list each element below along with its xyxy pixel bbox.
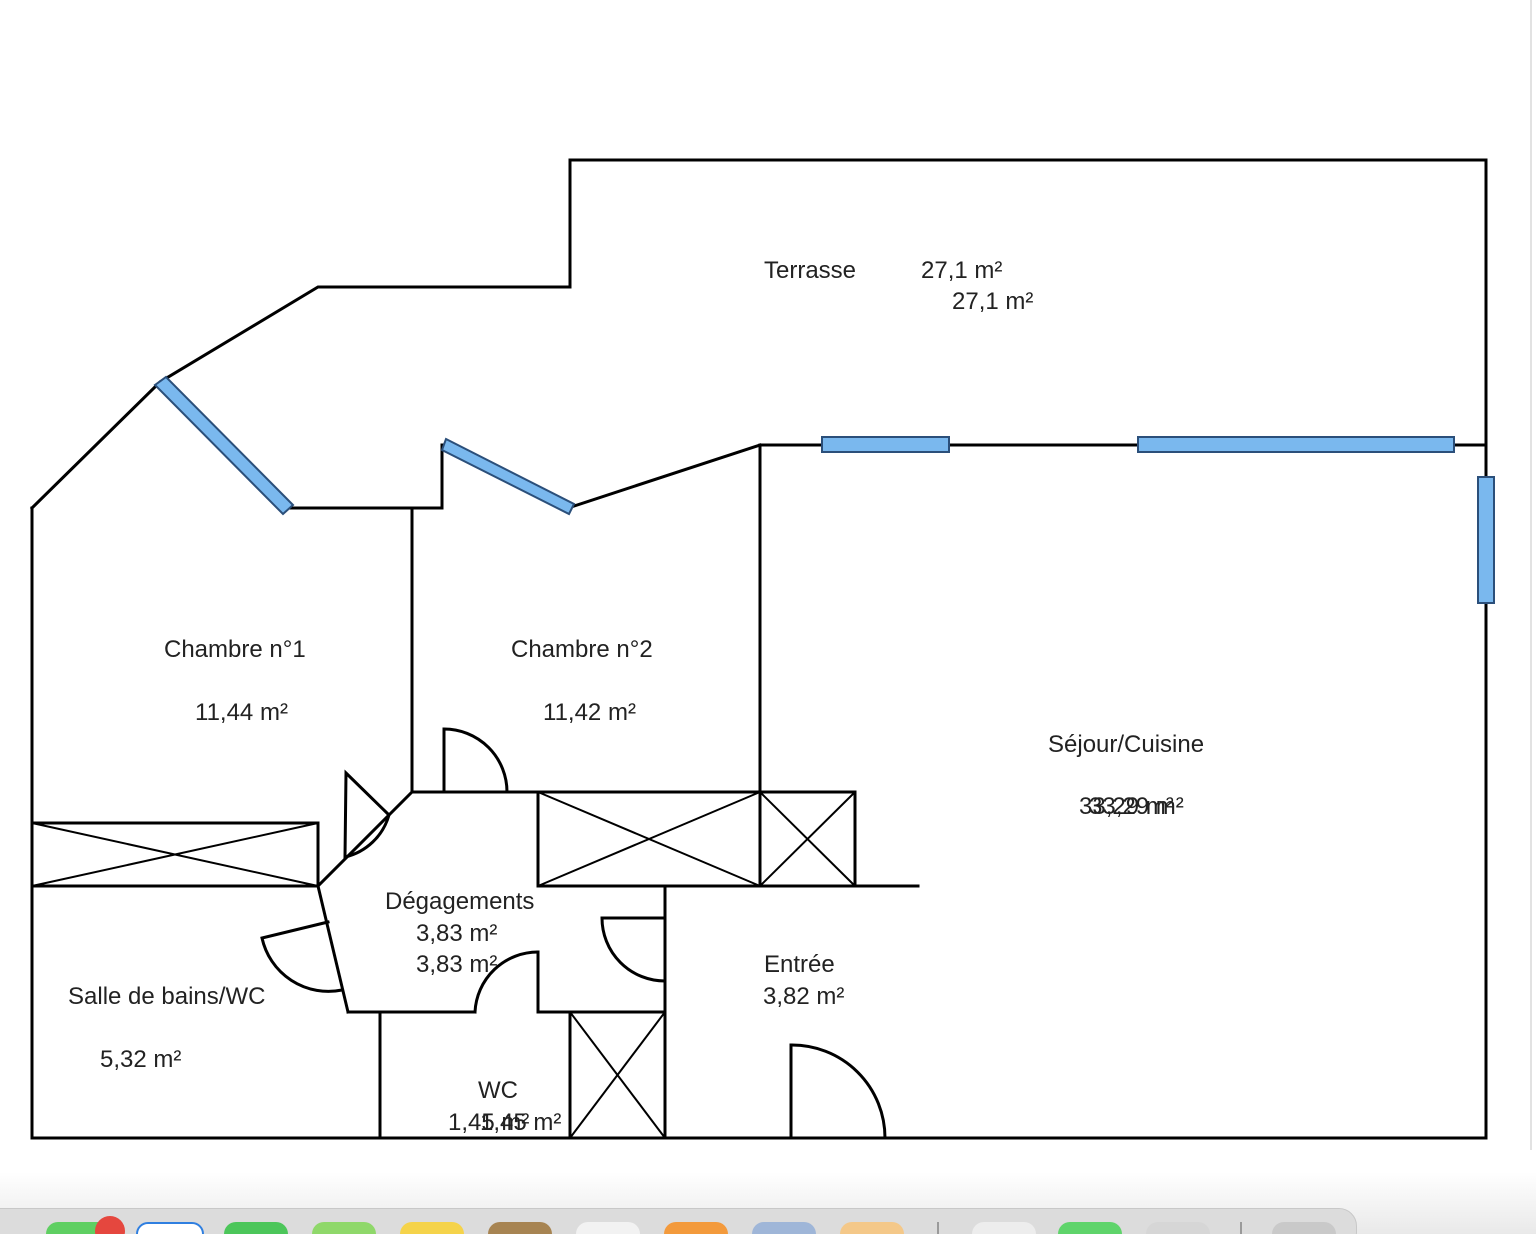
door-chambre-1 (343, 769, 391, 859)
room-name-degagements: Dégagements (385, 888, 534, 915)
windows (153, 375, 1495, 604)
photos-icon[interactable] (972, 1222, 1036, 1234)
room-area-sejour: 33,29 m² (1079, 793, 1174, 820)
room-name-wc: WC (478, 1077, 518, 1104)
closet-corridor (536, 790, 762, 888)
room-name-chambre-1: Chambre n°1 (164, 636, 306, 663)
window-sejour-1 (821, 436, 950, 453)
whatsapp-icon[interactable] (1058, 1222, 1122, 1234)
facetime-icon[interactable] (224, 1222, 288, 1234)
room-area-degagements: 3,83 m² (416, 920, 497, 947)
notes-icon[interactable] (400, 1222, 464, 1234)
closets (30, 790, 857, 1140)
dock (0, 1172, 1536, 1234)
room-area-degagements-2: 3,83 m² (416, 951, 497, 978)
room-labels: Terrasse 27,1 m² 27,1 m² Chambre n°1 11,… (68, 257, 1204, 1136)
maps-icon[interactable] (312, 1222, 376, 1234)
reminders-icon[interactable] (576, 1222, 640, 1234)
room-name-sejour: Séjour/Cuisine (1048, 731, 1204, 758)
door-salle-de-bains (260, 920, 344, 993)
room-area-wc-2: 1,45 m² (480, 1109, 561, 1136)
safari-icon[interactable] (136, 1222, 204, 1234)
books-icon[interactable] (664, 1222, 728, 1234)
floor-plan: Terrasse 27,1 m² 27,1 m² Chambre n°1 11,… (29, 158, 1495, 1140)
door-closet (600, 916, 667, 983)
room-area-chambre-1: 11,44 m² (195, 699, 288, 726)
notification-badge (95, 1216, 125, 1234)
room-name-chambre-2: Chambre n°2 (511, 636, 653, 663)
closet-chambre-1 (30, 821, 320, 888)
room-area-salle-de-bains: 5,32 m² (100, 1046, 181, 1073)
window-sejour-2 (1137, 436, 1455, 453)
trash-icon[interactable] (1272, 1222, 1336, 1234)
window-chambre-2 (440, 437, 576, 516)
contacts-icon[interactable] (488, 1222, 552, 1234)
dock-separator-2 (1240, 1222, 1242, 1234)
room-area-chambre-2: 11,42 m² (543, 699, 636, 726)
scrollbar-track[interactable] (1530, 0, 1532, 1150)
door-wc (473, 950, 540, 1014)
door-entree (789, 1043, 887, 1140)
room-name-entree: Entrée (764, 951, 835, 978)
room-name-terrasse: Terrasse (764, 257, 856, 284)
room-name-salle-de-bains: Salle de bains/WC (68, 983, 265, 1010)
window-chambre-1 (153, 375, 295, 516)
room-area-wc: 1,45 m² (448, 1109, 529, 1136)
room-area-terrasse-2: 27,1 m² (952, 288, 1033, 315)
room-area-sejour-2: 33,29 m² (1089, 793, 1184, 820)
doors (260, 727, 887, 1140)
room-area-terrasse: 27,1 m² (921, 257, 1002, 284)
dock-separator (937, 1222, 939, 1234)
messages-icon[interactable] (46, 1222, 110, 1234)
window-sejour-side (1477, 476, 1495, 604)
door-chambre-2 (442, 727, 509, 794)
closet-entree (758, 790, 857, 888)
finder-icon[interactable] (1146, 1222, 1210, 1234)
closet-wc (568, 1010, 667, 1140)
launchpad-icon[interactable] (840, 1222, 904, 1234)
preview-icon[interactable] (752, 1222, 816, 1234)
room-area-entree: 3,82 m² (763, 983, 844, 1010)
